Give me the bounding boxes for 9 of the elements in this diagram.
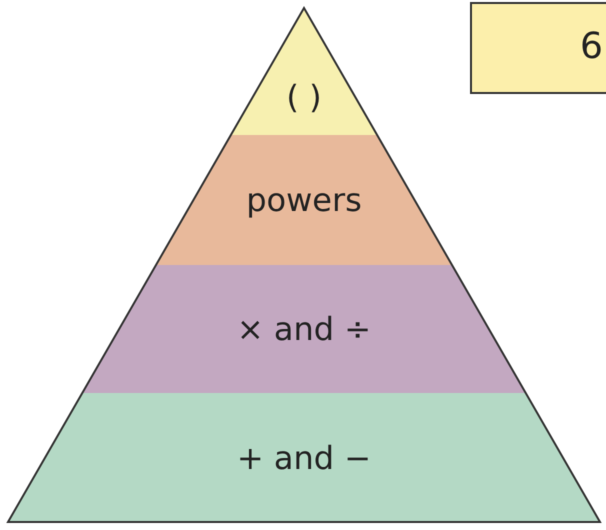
pyramid-band <box>8 393 600 522</box>
band-label: × and ÷ <box>236 310 372 348</box>
box-text: 6 <box>580 26 603 67</box>
pyramid-band <box>82 265 526 393</box>
band-label: ( ) <box>285 78 323 116</box>
band-label: powers <box>245 181 363 219</box>
pyramid-band <box>156 135 452 265</box>
info-box <box>470 2 606 94</box>
band-label: + and − <box>236 438 372 476</box>
